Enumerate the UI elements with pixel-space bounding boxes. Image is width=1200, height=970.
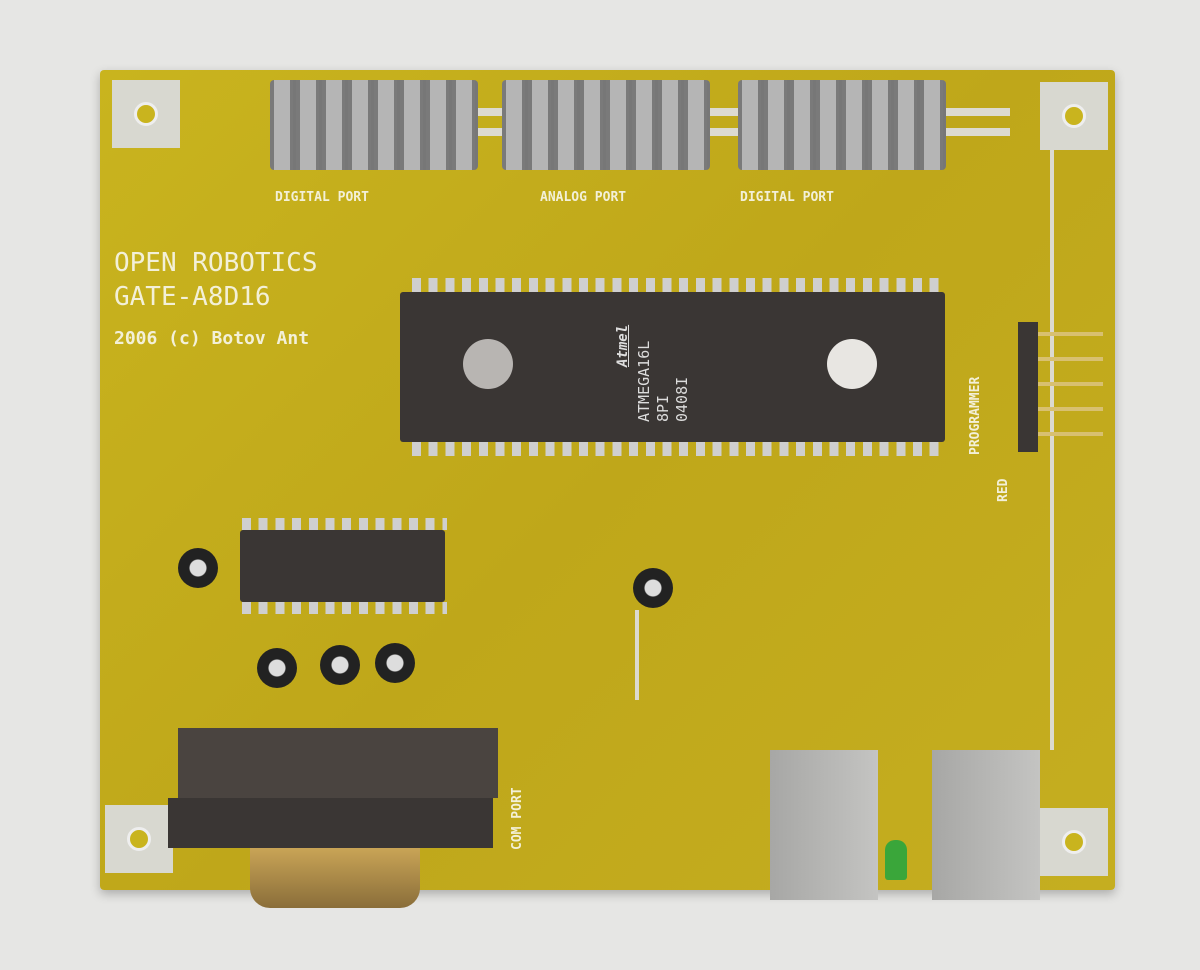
capacitor [178, 548, 218, 588]
digital-port-right-header[interactable] [738, 80, 946, 170]
red-label: RED [996, 478, 1011, 502]
mounting-hole [112, 80, 180, 148]
board-title: OPEN ROBOTICS [114, 248, 318, 278]
digital-port-left-header[interactable] [270, 80, 478, 170]
trace [1050, 150, 1054, 750]
chip-marker [463, 339, 513, 389]
capacitor [375, 643, 415, 683]
db9-connector-body [178, 728, 498, 798]
pcb-board: DIGITAL PORT ANALOG PORT DIGITAL PORT OP… [100, 70, 1115, 908]
db9-flange [168, 798, 493, 848]
programmer-header[interactable] [1018, 322, 1038, 452]
mounting-hole [105, 805, 173, 873]
green-led [885, 840, 907, 880]
trace [635, 610, 639, 700]
capacitor [633, 568, 673, 608]
mcu-pins-bottom [412, 442, 942, 456]
ic-pins-bottom [242, 602, 447, 614]
mcu-part-number: ATMEGA16L [635, 340, 653, 422]
mounting-hole [1040, 808, 1108, 876]
programmer-label: PROGRAMMER [968, 376, 983, 455]
rj-jack-left[interactable] [770, 750, 878, 900]
digital-port-left-label: DIGITAL PORT [275, 190, 369, 205]
programmer-pins [1038, 332, 1103, 442]
ic-pins-top [242, 518, 447, 530]
capacitor [320, 645, 360, 685]
mcu-pins-top [412, 278, 942, 292]
st-ic-chip [240, 530, 445, 602]
capacitor [257, 648, 297, 688]
copyright: 2006 (c) Botov Ant [114, 328, 310, 349]
atmel-logo: Atmel [615, 324, 631, 367]
chip-marker [827, 339, 877, 389]
mcu-date-code: 0408I [673, 376, 691, 422]
analog-port-header[interactable] [502, 80, 710, 170]
atmega16-chip: Atmel ATMEGA16L 8PI 0408I [400, 292, 945, 442]
rj-jack-right[interactable] [932, 750, 1040, 900]
db9-shell[interactable] [250, 848, 420, 908]
mcu-grade: 8PI [654, 394, 672, 422]
mounting-hole [1040, 82, 1108, 150]
digital-port-right-label: DIGITAL PORT [740, 190, 834, 205]
board-model: GATE-A8D16 [114, 282, 271, 312]
analog-port-label: ANALOG PORT [540, 190, 627, 205]
com-port-label: COM PORT [510, 787, 525, 850]
